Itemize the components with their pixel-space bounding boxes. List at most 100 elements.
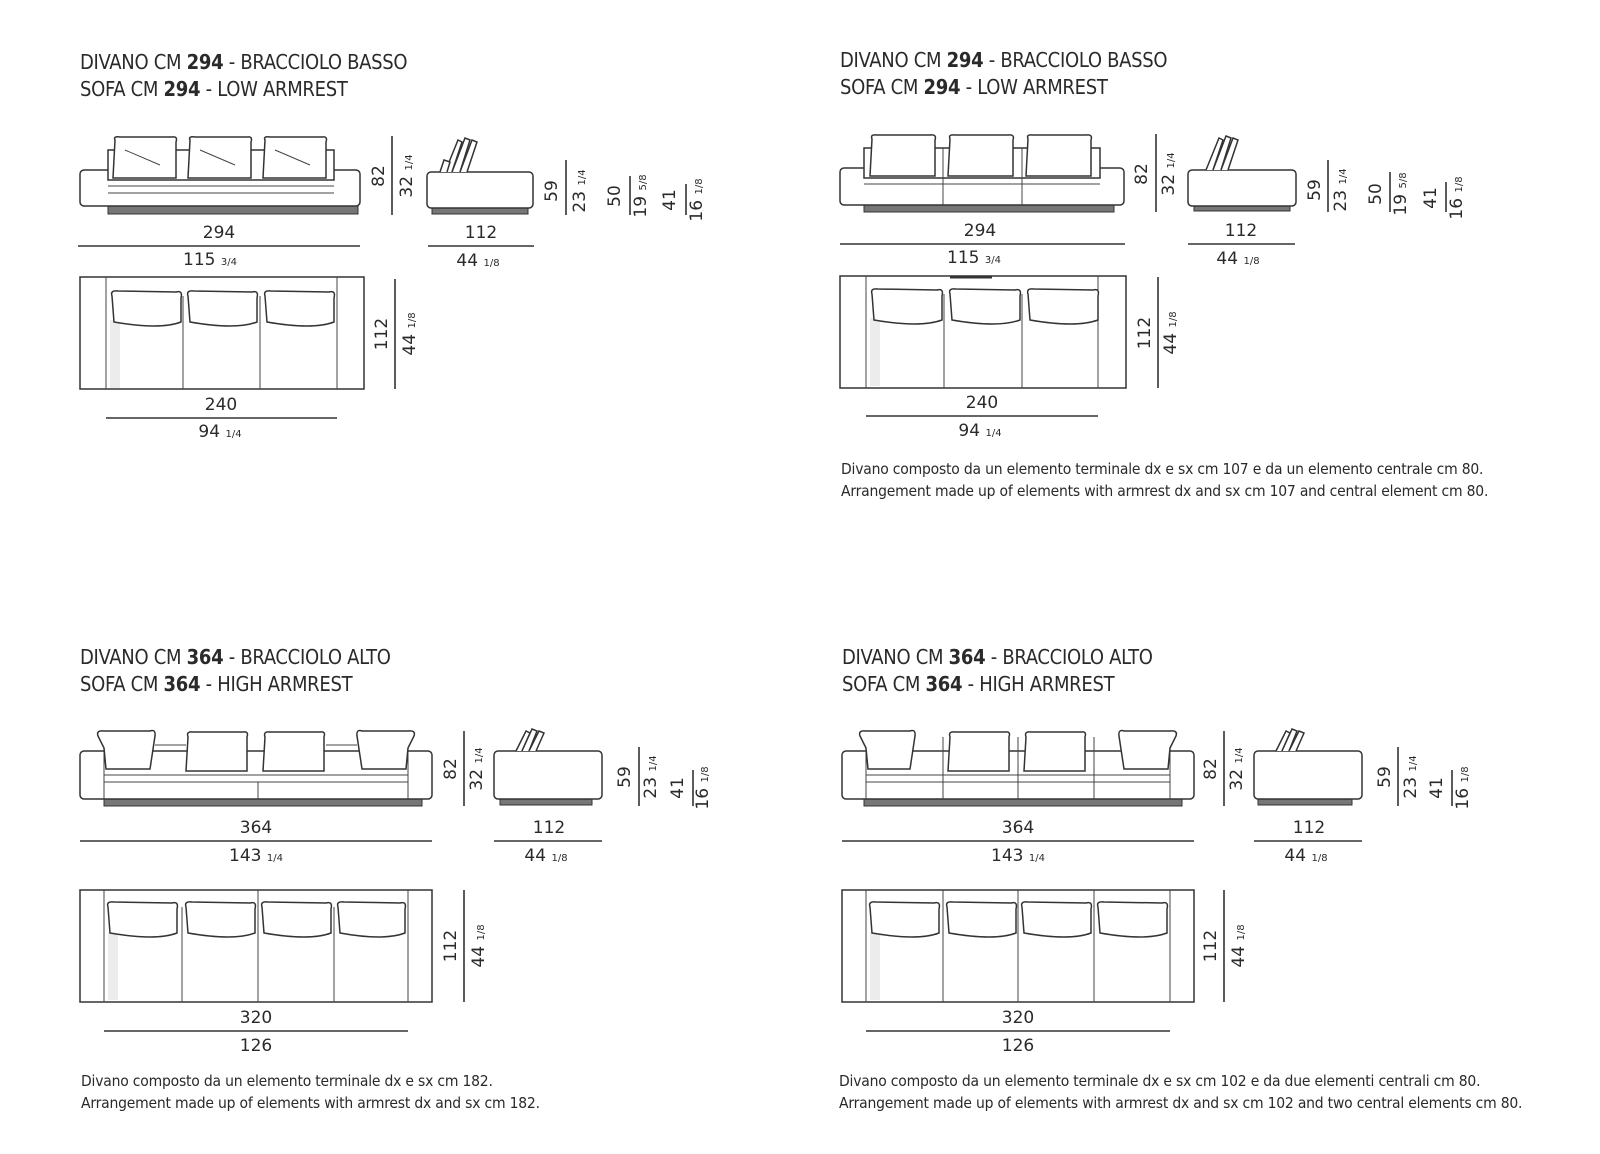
title-english: SOFA CM 364 - HIGH ARMREST — [80, 672, 353, 696]
side-depth-in: 44 1/8 — [456, 251, 499, 271]
side-depth-in: 44 1/8 — [1284, 846, 1327, 866]
width-in: 115 3/4 — [183, 250, 237, 270]
side-depth-cm: 112 — [533, 818, 565, 838]
front-view — [839, 134, 1125, 213]
title-english: SOFA CM 294 - LOW ARMREST — [80, 77, 348, 101]
arm-height-cm: 41 — [1421, 187, 1441, 209]
arrangement-note: Divano composto da un elemento terminale… — [81, 1070, 540, 1114]
height-cm: 82 — [1132, 163, 1152, 185]
plan-width-in: 126 — [240, 1036, 272, 1056]
plan-view — [839, 275, 1127, 389]
sofa-drawing: 364 143 1/4 82 32 1/4 112 44 1/8 59 23 1… — [79, 728, 713, 1056]
sofa-drawing: 364 143 1/4 82 32 1/4 112 44 1/8 59 23 1… — [841, 728, 1473, 1056]
arm-height-cm: 41 — [660, 189, 680, 211]
seat-back-cm: 59 — [1375, 766, 1395, 788]
front-view — [79, 136, 361, 215]
title-italian: DIVANO CM 294 - BRACCIOLO BASSO — [840, 48, 1168, 72]
height-in: 32 1/4 — [1159, 152, 1179, 195]
plan-width-cm: 240 — [966, 393, 998, 413]
plan-view — [79, 889, 433, 1003]
title-italian: DIVANO CM 294 - BRACCIOLO BASSO — [80, 50, 408, 74]
title-english: SOFA CM 294 - LOW ARMREST — [840, 75, 1108, 99]
plan-width-cm: 320 — [240, 1008, 272, 1028]
side-view — [493, 728, 603, 806]
seat-back-cm: 59 — [542, 180, 562, 202]
width-cm: 294 — [964, 221, 996, 241]
height-in: 32 1/4 — [467, 747, 487, 790]
seat-height-in: 19 5/8 — [631, 174, 651, 217]
plan-width-cm: 240 — [205, 395, 237, 415]
arm-height-cm: 41 — [668, 777, 688, 799]
width-in: 115 3/4 — [947, 248, 1001, 268]
plan-view — [841, 889, 1195, 1003]
seat-back-in: 23 1/4 — [1331, 168, 1351, 211]
side-depth-cm: 112 — [1293, 818, 1325, 838]
note-italian: Divano composto da un elemento terminale… — [81, 1072, 493, 1090]
seat-height-cm: 50 — [605, 185, 625, 207]
plan-depth-in: 44 1/8 — [1229, 924, 1249, 967]
plan-depth-cm: 112 — [372, 318, 392, 350]
front-view — [79, 729, 433, 807]
arrangement-note: Divano composto da un elemento terminale… — [839, 1070, 1522, 1114]
seat-back-in: 23 1/4 — [570, 169, 590, 212]
title-italian: DIVANO CM 364 - BRACCIOLO ALTO — [842, 645, 1153, 669]
width-in: 143 1/4 — [991, 846, 1045, 866]
panel-sofa-294-low-armrest-arrangement: DIVANO CM 294 - BRACCIOLO BASSO SOFA CM … — [760, 0, 1600, 577]
height-cm: 82 — [369, 165, 389, 187]
side-depth-in: 44 1/8 — [1216, 249, 1259, 269]
arm-height-in: 16 1/8 — [1453, 766, 1473, 809]
width-cm: 364 — [240, 818, 272, 838]
sofa-drawing: 294 115 3/4 82 32 1/4 112 44 1/8 59 23 1… — [839, 134, 1467, 441]
height-cm: 82 — [1201, 758, 1221, 780]
plan-depth-in: 44 1/8 — [400, 312, 420, 355]
note-english: Arrangement made up of elements with arm… — [841, 482, 1489, 500]
side-depth-cm: 112 — [465, 223, 497, 243]
seat-back-in: 23 1/4 — [641, 755, 661, 798]
side-depth-in: 44 1/8 — [524, 846, 567, 866]
plan-depth-cm: 112 — [441, 930, 461, 962]
height-in: 32 1/4 — [397, 154, 417, 197]
plan-width-cm: 320 — [1002, 1008, 1034, 1028]
width-cm: 364 — [1002, 818, 1034, 838]
panel-title: DIVANO CM 364 - BRACCIOLO ALTO SOFA CM 3… — [842, 644, 1153, 698]
width-cm: 294 — [203, 223, 235, 243]
arm-height-in: 16 1/8 — [693, 766, 713, 809]
panel-sofa-364-high-armrest: DIVANO CM 364 - BRACCIOLO ALTO SOFA CM 3… — [0, 577, 780, 1154]
panel-title: DIVANO CM 294 - BRACCIOLO BASSO SOFA CM … — [840, 47, 1168, 101]
title-italian: DIVANO CM 364 - BRACCIOLO ALTO — [80, 645, 391, 669]
arrangement-note: Divano composto da un elemento terminale… — [841, 458, 1488, 502]
note-italian: Divano composto da un elemento terminale… — [841, 460, 1484, 478]
seat-back-cm: 59 — [1305, 179, 1325, 201]
note-english: Arrangement made up of elements with arm… — [81, 1094, 540, 1112]
front-view — [841, 729, 1195, 807]
side-view — [426, 137, 534, 215]
plan-width-in: 126 — [1002, 1036, 1034, 1056]
panel-sofa-364-high-armrest-arrangement: DIVANO CM 364 - BRACCIOLO ALTO SOFA CM 3… — [760, 577, 1600, 1154]
title-english: SOFA CM 364 - HIGH ARMREST — [842, 672, 1115, 696]
arm-height-in: 16 1/8 — [1447, 176, 1467, 219]
note-english: Arrangement made up of elements with arm… — [839, 1094, 1523, 1112]
plan-view — [79, 276, 365, 390]
note-italian: Divano composto da un elemento terminale… — [839, 1072, 1481, 1090]
side-depth-cm: 112 — [1225, 221, 1257, 241]
height-cm: 82 — [441, 758, 461, 780]
plan-depth-cm: 112 — [1201, 930, 1221, 962]
width-in: 143 1/4 — [229, 846, 283, 866]
height-in: 32 1/4 — [1227, 747, 1247, 790]
arm-height-in: 16 1/8 — [687, 178, 707, 221]
seat-height-in: 19 5/8 — [1391, 172, 1411, 215]
seat-back-cm: 59 — [615, 766, 635, 788]
plan-width-in: 94 1/4 — [958, 421, 1001, 441]
plan-width-in: 94 1/4 — [198, 422, 241, 442]
plan-depth-cm: 112 — [1135, 317, 1155, 349]
plan-depth-in: 44 1/8 — [1161, 311, 1181, 354]
panel-sofa-294-low-armrest: DIVANO CM 294 - BRACCIOLO BASSO SOFA CM … — [0, 0, 780, 577]
side-view — [1187, 135, 1297, 212]
panel-title: DIVANO CM 364 - BRACCIOLO ALTO SOFA CM 3… — [80, 644, 391, 698]
side-view — [1253, 728, 1363, 806]
seat-height-cm: 50 — [1366, 183, 1386, 205]
plan-depth-in: 44 1/8 — [469, 924, 489, 967]
seat-back-in: 23 1/4 — [1401, 755, 1421, 798]
arm-height-cm: 41 — [1427, 777, 1447, 799]
panel-title: DIVANO CM 294 - BRACCIOLO BASSO SOFA CM … — [80, 49, 408, 103]
